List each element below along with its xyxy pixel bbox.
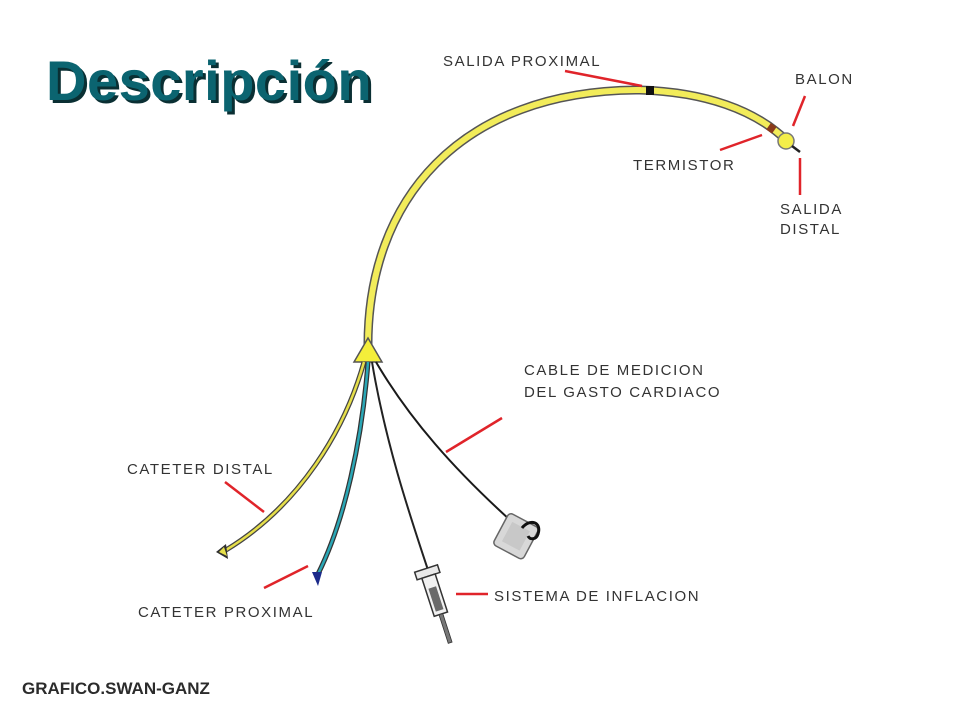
distal-lumen <box>216 361 367 559</box>
thermistor-marker <box>766 123 777 134</box>
leader-salida-proximal <box>564 69 643 88</box>
distal-tip <box>791 145 801 153</box>
label-cable-line1: CABLE DE MEDICION <box>524 362 705 379</box>
label-salida-distal-line1: SALIDA <box>780 201 843 218</box>
proximal-lumen <box>312 361 371 586</box>
label-termistor: TERMISTOR <box>633 157 735 174</box>
proximal-port-marker <box>646 86 654 95</box>
inflation-line <box>371 361 453 644</box>
label-sistema-inflacion: SISTEMA DE INFLACION <box>494 588 700 605</box>
cardiac-output-cable <box>375 361 541 560</box>
label-cateter-distal: CATETER DISTAL <box>127 461 274 478</box>
label-salida-distal-line2: DISTAL <box>780 221 841 238</box>
figure-caption: GRAFICO.SWAN-GANZ <box>22 679 210 698</box>
leader-cateter-proximal <box>263 564 309 590</box>
balloon-icon <box>777 132 795 150</box>
label-cateter-proximal: CATETER PROXIMAL <box>138 604 314 621</box>
label-balon: BALON <box>795 71 854 88</box>
leader-lines <box>224 69 807 596</box>
leader-cable <box>445 416 503 454</box>
leader-balon <box>791 95 807 127</box>
label-salida-proximal: SALIDA PROXIMAL <box>443 53 601 70</box>
catheter-body <box>363 85 791 355</box>
slide-title: Descripción <box>46 49 373 112</box>
catheter-hub <box>352 336 384 363</box>
label-cable-line2: DEL GASTO CARDIACO <box>524 384 721 401</box>
leader-cateter-distal <box>224 481 265 513</box>
leader-termistor <box>719 133 763 152</box>
